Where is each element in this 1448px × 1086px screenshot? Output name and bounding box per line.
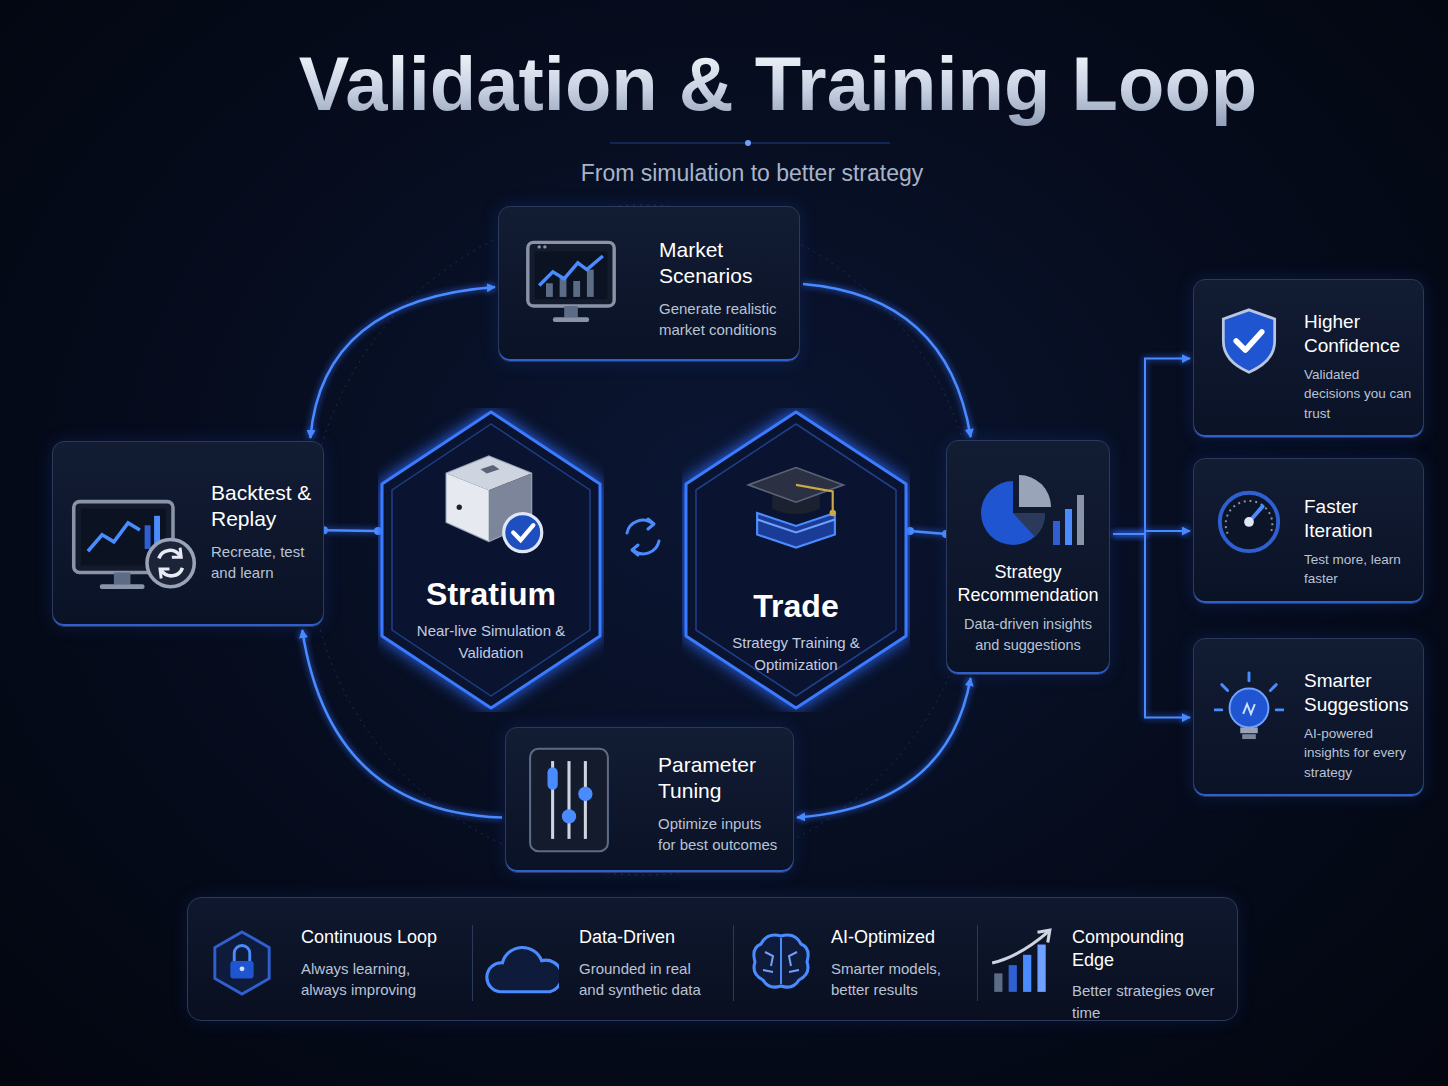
connector [324, 529, 378, 532]
process-box: Market ScenariosGenerate realistic marke… [498, 206, 800, 362]
feature-item: Data-DrivenGrounded in real and syntheti… [483, 912, 723, 1015]
process-box: Smarter SuggestionsAI-powered insights f… [1193, 638, 1424, 797]
node-heading: Market Scenarios [659, 237, 789, 290]
growth-icon [988, 926, 1054, 996]
text-block: Strategy RecommendationData-driven insig… [947, 441, 1109, 674]
text-block: Compounding EdgeBetter strategies over t… [988, 912, 1228, 1038]
text-block: Faster IterationTest more, learn faster [1194, 459, 1423, 603]
hexagon-outline [378, 408, 604, 712]
hexagon-node: StratiumNear-live Simulation & Validatio… [378, 408, 604, 712]
process-box: Strategy RecommendationData-driven insig… [946, 440, 1110, 675]
node-heading: Continuous Loop [301, 926, 459, 949]
cloud-icon [483, 938, 559, 1000]
text-block: Parameter TuningOptimize inputs for best… [506, 728, 793, 870]
text-block: Smarter SuggestionsAI-powered insights f… [1194, 639, 1423, 796]
node-description: Near-live Simulation & Validation [396, 620, 586, 664]
node-description: Optimize inputs for best outcomes [658, 813, 783, 857]
node-heading: Strategy Recommendation [955, 561, 1101, 606]
hexagon-node: TradeStrategy Training & Optimization [682, 408, 910, 712]
node-heading: Parameter Tuning [658, 752, 783, 805]
connector [803, 284, 971, 437]
node-description: Always learning, always improving [301, 958, 459, 1002]
bulb-icon [1214, 671, 1284, 741]
text-block: Continuous LoopAlways learning, always i… [205, 912, 463, 1015]
text-block: Data-DrivenGrounded in real and syntheti… [483, 912, 723, 1015]
process-box: Faster IterationTest more, learn faster [1193, 458, 1424, 604]
node-heading: Faster Iteration [1304, 495, 1415, 543]
text-block: TradeStrategy Training & Optimization [700, 586, 892, 676]
node-heading: Stratium [396, 574, 586, 614]
market-icon [521, 235, 621, 327]
connector [797, 678, 971, 817]
node-heading: Data-Driven [579, 926, 719, 949]
connector [310, 287, 495, 438]
node-description: Strategy Training & Optimization [700, 632, 892, 676]
band-divider [733, 925, 734, 1001]
text-block: StratiumNear-live Simulation & Validatio… [396, 574, 586, 664]
diagram-title: Validation & Training Loop [238, 38, 1318, 129]
node-heading: Backtest & Replay [211, 480, 313, 533]
connector [910, 531, 946, 534]
process-box: Parameter TuningOptimize inputs for best… [505, 727, 794, 873]
gauge-icon [1214, 485, 1284, 555]
text-block: Backtest & ReplayRecreate, test and lear… [53, 442, 323, 598]
band-divider [977, 925, 978, 1001]
text-block: Higher ConfidenceValidated decisions you… [1194, 280, 1423, 437]
feature-item: Continuous LoopAlways learning, always i… [205, 912, 463, 1015]
node-description: Smarter models, better results [831, 958, 963, 1002]
sliders-icon [526, 744, 612, 856]
subtitle: From simulation to better strategy [452, 160, 1052, 187]
feature-item: AI-OptimizedSmarter models, better resul… [745, 912, 967, 1015]
node-description: Generate realistic market conditions [659, 298, 789, 342]
text-block: AI-OptimizedSmarter models, better resul… [745, 912, 967, 1015]
cap-icon [742, 448, 850, 552]
lock-icon [209, 928, 275, 998]
shield-icon [1216, 306, 1282, 376]
process-box: Backtest & ReplayRecreate, test and lear… [52, 441, 324, 627]
brain-icon [747, 926, 815, 994]
connector [1113, 359, 1190, 534]
node-heading: AI-Optimized [831, 926, 963, 949]
node-description: Data-driven insights and suggestions [955, 614, 1101, 656]
feature-item: Compounding EdgeBetter strategies over t… [988, 912, 1228, 1038]
node-heading: Higher Confidence [1304, 310, 1415, 358]
node-heading: Smarter Suggestions [1304, 669, 1415, 717]
node-description: Recreate, test and learn [211, 541, 313, 585]
node-heading: Trade [700, 586, 892, 626]
node-heading: Compounding Edge [1072, 926, 1224, 971]
band-divider [472, 925, 473, 1001]
text-block: Market ScenariosGenerate realistic marke… [499, 207, 799, 355]
connector [1113, 534, 1190, 718]
node-description: AI-powered insights for every strategy [1304, 724, 1415, 783]
node-description: Grounded in real and synthetic data [579, 958, 719, 1002]
backtest-icon [69, 492, 199, 594]
pie-icon [973, 467, 1087, 547]
process-box: Higher ConfidenceValidated decisions you… [1193, 279, 1424, 438]
node-description: Better strategies over time [1072, 980, 1224, 1024]
cube-icon [436, 448, 546, 558]
node-description: Test more, learn faster [1304, 550, 1415, 589]
node-description: Validated decisions you can trust [1304, 365, 1415, 424]
